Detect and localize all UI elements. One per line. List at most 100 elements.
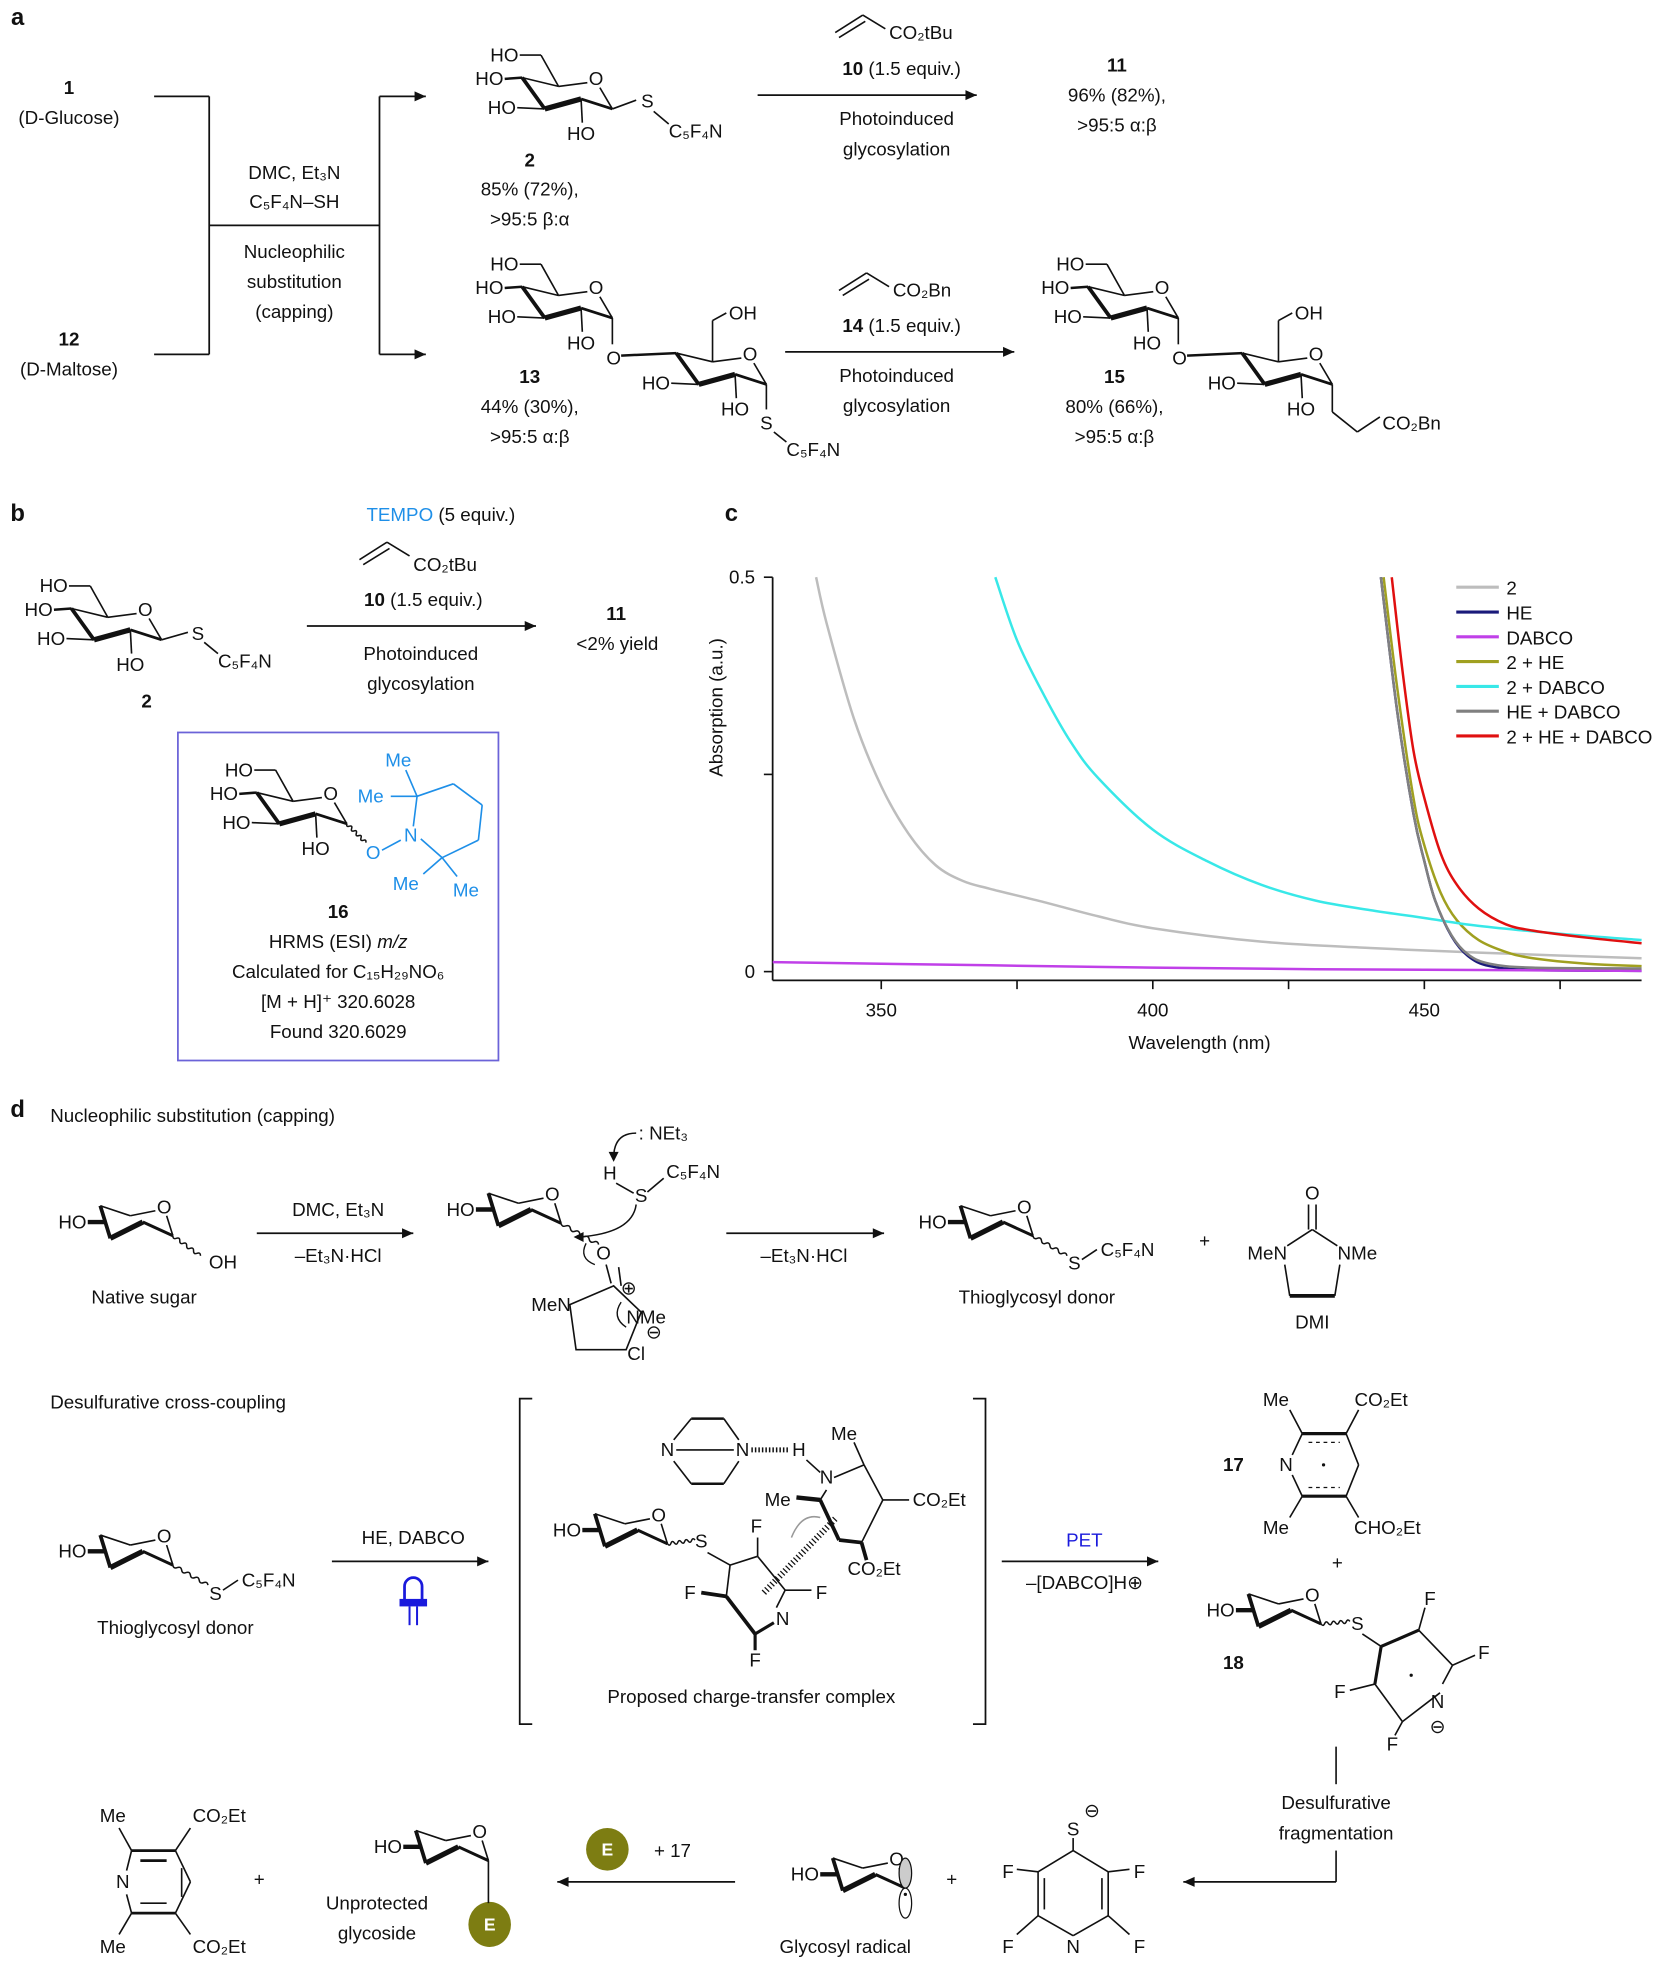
capping-conditions: C₅F₄N–SH — [249, 191, 339, 212]
bond — [819, 1489, 828, 1501]
bond — [100, 1534, 131, 1546]
compound-13-number: 13 — [519, 366, 540, 387]
bond — [1016, 1915, 1039, 1936]
bond — [125, 1850, 133, 1871]
compound-13-yield: 44% (30%), — [481, 396, 579, 417]
bond — [712, 357, 742, 363]
positive-charge: ⊕ — [621, 1278, 637, 1299]
bond — [753, 362, 768, 385]
product-label: glycoside — [338, 1922, 416, 1943]
nitrogen-label: N — [1431, 1691, 1445, 1712]
bond — [1290, 1608, 1322, 1626]
complex-brackets — [518, 1397, 987, 1725]
hydroxyl-label: HO — [40, 575, 68, 596]
bond — [1418, 1629, 1454, 1666]
bond — [1108, 1868, 1130, 1873]
reagent-10: 10 (1.5 equiv.) — [364, 589, 483, 610]
hydroxyl-label: OH — [729, 302, 757, 323]
bond — [646, 1177, 665, 1193]
step1-reagents: DMC, Et₃N — [292, 1199, 384, 1220]
bond — [874, 1872, 906, 1890]
bond — [558, 81, 588, 88]
ester-label: CO₂Et — [913, 1489, 967, 1510]
compound-12-name: (D-Maltose) — [20, 359, 118, 380]
fluorine-label: F — [1387, 1733, 1398, 1754]
negative-charge: ⊖ — [1430, 1716, 1446, 1737]
glycoside-product-structure: OHO — [374, 1821, 490, 1904]
bond — [674, 351, 701, 386]
bond — [274, 769, 294, 802]
compound-2-number: 2 — [525, 150, 535, 171]
arrow-to-complex — [331, 1556, 489, 1567]
bond — [636, 1528, 669, 1546]
nitrogen-label: N — [404, 824, 418, 845]
bond — [1107, 1915, 1131, 1936]
bond — [725, 1564, 731, 1597]
bond — [315, 812, 348, 826]
fluorine-label: F — [1134, 1861, 1145, 1882]
legend-label: 2 — [1506, 578, 1516, 599]
bond — [1146, 306, 1179, 320]
bond — [522, 76, 559, 88]
hydroxyl-label: HO — [567, 123, 595, 144]
fluorine-label: F — [1002, 1861, 1013, 1882]
bond — [420, 838, 443, 859]
left-bracket — [518, 1397, 533, 1725]
bond — [109, 1548, 145, 1570]
bond — [1283, 1264, 1291, 1297]
legend-item: 2 + HE + DABCO — [1456, 726, 1652, 747]
compound-1-name: (D-Glucose) — [18, 107, 119, 128]
dabco-n-label: N — [661, 1439, 675, 1460]
hydroxyl-label: HO — [1287, 399, 1315, 420]
hydroxyl-label: HO — [791, 1864, 819, 1885]
c5f4n-label: C₅F₄N — [669, 121, 723, 142]
hydroxyl-label: HO — [488, 97, 516, 118]
bond — [841, 1872, 877, 1893]
fluorine-label: F — [1478, 1642, 1489, 1663]
bond — [314, 813, 318, 838]
step2-byproduct: –Et₃N·HCl — [760, 1245, 847, 1266]
label-part: HRMS (ESI) — [269, 931, 377, 952]
bond — [594, 1512, 626, 1525]
x-tick-label: 400 — [1137, 1000, 1168, 1021]
sulfur-label: S — [635, 1185, 648, 1206]
arrow-head — [402, 1228, 414, 1239]
glycosyl-radical-label: Glycosyl radical — [780, 1936, 911, 1957]
bond — [129, 628, 163, 642]
bond — [603, 1527, 639, 1549]
bond — [1373, 1646, 1383, 1685]
oxygen-label: O — [596, 1243, 611, 1264]
bond — [863, 1464, 884, 1501]
process-label: substitution — [247, 271, 342, 292]
arrow-head — [872, 1228, 885, 1239]
legend-label: 2 + DABCO — [1506, 677, 1605, 698]
reaction-label: Photoinduced — [363, 643, 478, 664]
bond — [761, 1515, 839, 1595]
bond — [617, 1266, 622, 1286]
sulfur-label: S — [1067, 1819, 1080, 1840]
bond — [100, 1204, 131, 1217]
process-label: Nucleophilic — [244, 241, 345, 262]
methyl-label: Me — [765, 1489, 791, 1510]
bond — [142, 1549, 174, 1567]
bond — [1345, 1409, 1360, 1435]
compound-16-number: 16 — [328, 901, 349, 922]
bond — [381, 839, 402, 851]
hydroxyl-label: HO — [446, 1199, 474, 1220]
n-methyl-label: MeN — [1247, 1243, 1287, 1264]
fluorine-label: F — [1424, 1588, 1435, 1609]
reaction-label: Photoinduced — [839, 108, 954, 129]
bond — [734, 374, 738, 399]
plus-17-label: + 17 — [654, 1840, 691, 1861]
bond — [1300, 373, 1333, 386]
p-orbital-lobe — [898, 1857, 913, 1889]
bond — [1291, 1433, 1304, 1456]
ring-oxygen: O — [138, 599, 153, 620]
bond — [1345, 1433, 1360, 1466]
bond — [445, 1834, 472, 1842]
